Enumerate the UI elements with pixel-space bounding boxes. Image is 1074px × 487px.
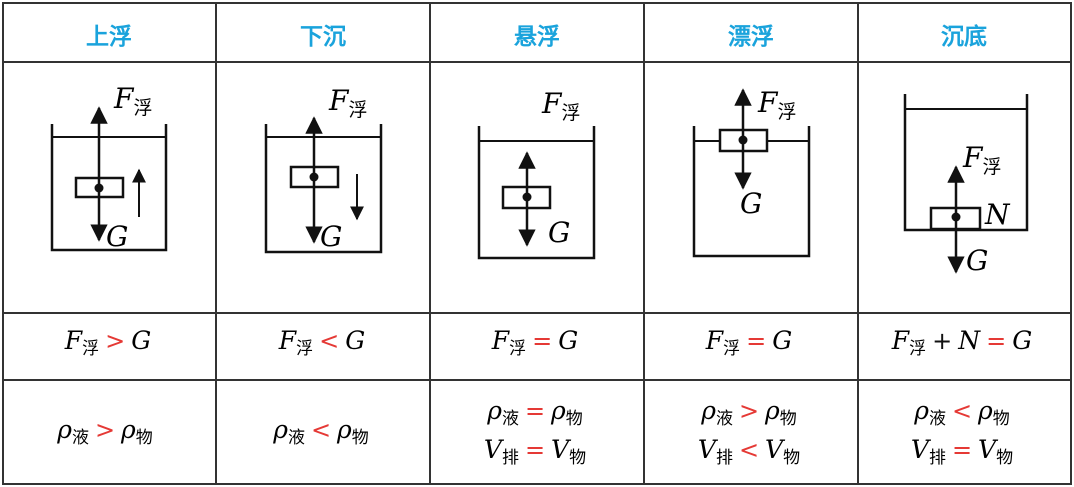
force-relation-resting-bottom: F浮+N=G (891, 326, 1032, 359)
density-relation-floating: ρ液>ρ物 (700, 396, 797, 429)
label-g: G (106, 220, 128, 253)
svg-text:F浮: F浮 (962, 141, 1001, 178)
beaker (50, 124, 168, 252)
label-n: N (984, 198, 1011, 231)
label-f-sub: 浮 (133, 97, 152, 119)
center-dot (309, 172, 319, 182)
density-relation-resting-bottom: ρ液<ρ物 (913, 396, 1010, 429)
label-g: G (548, 216, 570, 249)
beaker (477, 126, 596, 260)
diagram-rising: F浮 G (50, 82, 168, 253)
label-f: F (113, 82, 135, 115)
label-g: G (966, 244, 988, 277)
center-dot (94, 183, 104, 193)
label-f-sub: 浮 (982, 156, 1001, 178)
volume-relation-resting-bottom: V排=V物 (911, 435, 1013, 468)
beaker (264, 124, 383, 254)
svg-text:F浮: F浮 (541, 87, 580, 124)
label-f: F (962, 141, 984, 174)
label-f: F (541, 87, 563, 120)
beaker (692, 126, 811, 258)
center-dot (738, 135, 748, 145)
label-g: G (740, 187, 762, 220)
svg-text:F浮: F浮 (113, 82, 152, 119)
header-resting-bottom: 沉底 (941, 23, 987, 50)
label-f-sub: 浮 (777, 101, 796, 123)
label-f-sub: 浮 (561, 102, 580, 124)
label-g: G (320, 220, 342, 253)
header-rising: 上浮 (86, 23, 132, 50)
force-relation-floating: F浮=G (705, 326, 792, 359)
diagram-sinking: F浮 G (264, 84, 383, 254)
label-f: F (328, 84, 350, 117)
center-dot (522, 192, 532, 202)
header-floating: 漂浮 (728, 23, 774, 50)
center-dot (951, 212, 961, 222)
volume-relation-suspended: V排=V物 (484, 435, 586, 468)
label-f-sub: 浮 (348, 99, 367, 121)
volume-relation-floating: V排<V物 (698, 435, 800, 468)
force-relation-rising: F浮>G (64, 326, 151, 359)
density-relation-rising: ρ液>ρ物 (56, 415, 153, 448)
diagram-floating: F浮 G (692, 86, 811, 258)
diagram-resting-bottom: F浮 N G (903, 94, 1029, 277)
header-sinking: 下沉 (300, 24, 346, 50)
density-relation-sinking: ρ液<ρ物 (272, 415, 369, 448)
density-relation-suspended: ρ液=ρ物 (486, 396, 583, 429)
svg-text:F浮: F浮 (757, 86, 796, 123)
label-f: F (757, 86, 779, 119)
force-relation-suspended: F浮=G (491, 326, 578, 359)
svg-text:F浮: F浮 (328, 84, 367, 121)
diagram-suspended: F浮 G (477, 87, 596, 260)
force-relation-sinking: F浮<G (278, 326, 365, 359)
header-suspended: 悬浮 (514, 23, 560, 50)
